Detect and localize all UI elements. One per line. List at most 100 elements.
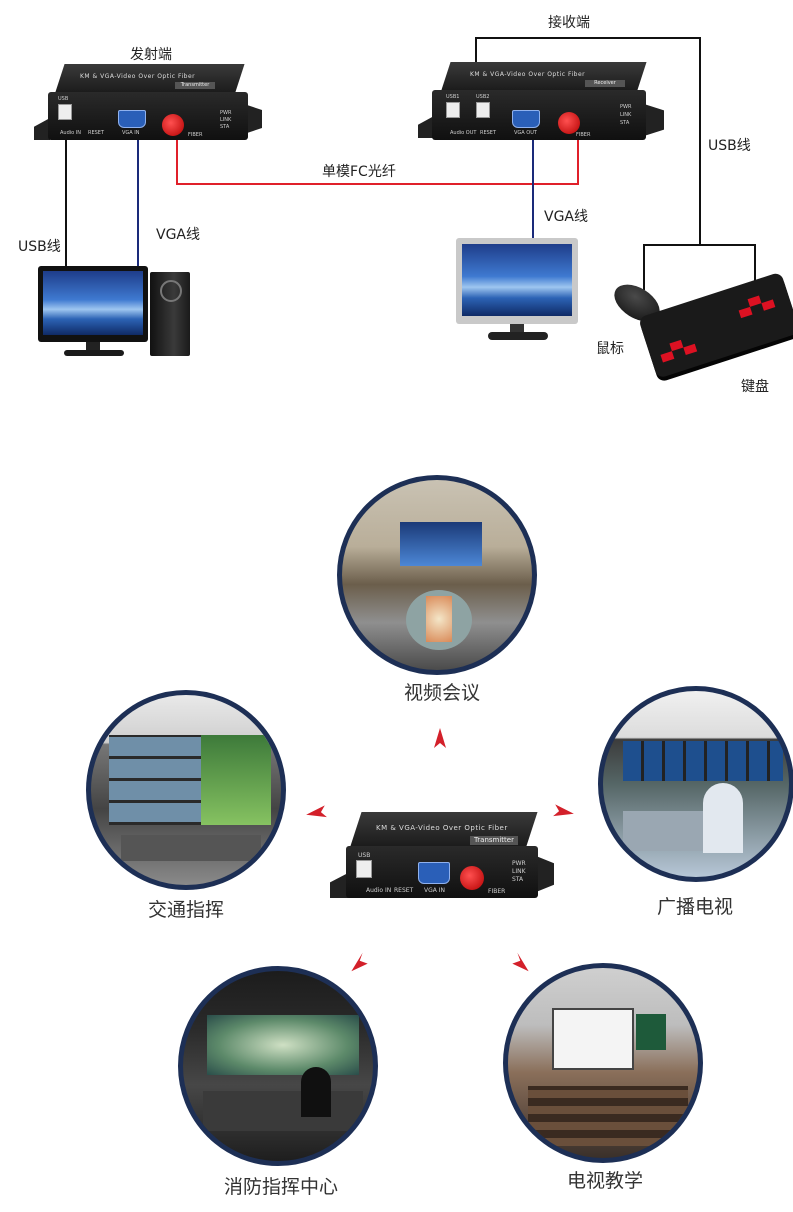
tx-usb-port — [58, 104, 72, 120]
center-reset-label: RESET — [394, 887, 414, 894]
power-button-icon — [160, 280, 182, 302]
rx-usb2-port — [476, 102, 490, 118]
device-front — [48, 92, 248, 140]
tx-reset-label: RESET — [88, 130, 105, 136]
keyboard-label: 键盘 — [741, 379, 769, 395]
rx-led-pwr: PWR — [620, 104, 632, 110]
blackboard — [636, 1014, 666, 1050]
monitor-screen — [43, 271, 143, 335]
arrow-markers — [306, 728, 574, 972]
pc-tower — [150, 272, 190, 356]
center-led-pwr: PWR — [512, 860, 526, 867]
monitor-base — [488, 332, 548, 340]
operator-desks — [203, 1091, 363, 1131]
center-usb-port — [356, 860, 372, 878]
center-fiber-connector — [460, 866, 484, 890]
receiver-badge: Receiver — [585, 80, 625, 87]
app-fire-command-image — [178, 966, 378, 1166]
center-led-link: LINK — [512, 868, 526, 875]
traffic-screens — [109, 735, 201, 825]
mouse-label: 鼠标 — [596, 341, 624, 357]
rx-reset-label: RESET — [480, 130, 497, 136]
rx-audio-label: Audio OUT — [450, 130, 477, 136]
flowers — [426, 596, 452, 642]
operator — [703, 783, 743, 853]
tx-usb-label: USB — [58, 96, 69, 102]
app-label-traffic-command: 交通指挥 — [147, 899, 224, 921]
arrow-up-icon — [434, 728, 446, 748]
monitor-stand — [510, 324, 524, 334]
app-label-video-conference: 视频会议 — [403, 682, 480, 704]
key-red — [761, 299, 776, 311]
tx-fiber-label: FIBER — [188, 132, 203, 138]
operator — [301, 1067, 331, 1117]
transmitter-badge: Transmitter — [470, 836, 518, 845]
key-red — [747, 295, 762, 307]
app-video-conference-image — [337, 475, 537, 675]
app-tv-teaching-image — [503, 963, 703, 1163]
app-broadcast-tv-image — [598, 686, 793, 882]
rx-vga-port — [512, 110, 540, 128]
monitor-left — [38, 266, 148, 342]
app-label-broadcast-tv: 广播电视 — [656, 896, 733, 918]
center-vga-port — [418, 862, 450, 884]
monitor-base — [64, 350, 124, 356]
arrow-left-icon — [306, 805, 327, 818]
mounting-ear-right — [644, 104, 664, 136]
app-traffic-command-image — [86, 690, 286, 890]
transmitter-label: 发射端 — [130, 47, 172, 63]
usb-cable-mouse — [643, 244, 700, 290]
tx-led-pwr: PWR — [220, 110, 232, 116]
device-title: KM & VGA-Video Over Optic Fiber — [470, 71, 586, 78]
device-title: KM & VGA-Video Over Optic Fiber — [376, 824, 508, 832]
tx-led-sta: STA — [220, 124, 230, 130]
tx-audio-label: Audio IN — [60, 130, 82, 136]
student-rows — [528, 1086, 688, 1146]
arrow-down-right-icon — [512, 952, 529, 972]
transmitter-badge: Transmitter — [175, 82, 215, 89]
app-label-tv-teaching: 电视教学 — [566, 1170, 643, 1192]
video-wall — [400, 522, 482, 566]
monitor-right — [456, 238, 578, 324]
device-title: KM & VGA-Video Over Optic Fiber — [80, 73, 196, 80]
key-red — [683, 343, 698, 356]
center-led-sta: STA — [512, 876, 524, 883]
rx-usb1-port — [446, 102, 460, 118]
key-red — [660, 351, 675, 363]
control-desk — [623, 811, 703, 851]
rx-fiber-label: FIBER — [576, 132, 591, 138]
rx-usb1-label: USB1 — [446, 94, 460, 100]
rx-vga-label: VGA OUT — [514, 130, 537, 136]
vga-label-right: VGA线 — [544, 209, 589, 225]
key-red — [669, 339, 684, 352]
monitor-stand — [86, 342, 100, 352]
fiber-cable — [176, 140, 579, 185]
fiber-label: 单模FC光纤 — [322, 164, 396, 180]
tx-fiber-connector — [162, 114, 184, 136]
receiver-label: 接收端 — [548, 15, 590, 31]
rx-usb2-label: USB2 — [476, 94, 490, 100]
rx-led-sta: STA — [620, 120, 630, 126]
usb-label-left: USB线 — [18, 239, 61, 255]
usb-label-right: USB线 — [708, 138, 751, 154]
center-vga-label: VGA IN — [424, 887, 446, 894]
center-usb-label: USB — [358, 852, 371, 859]
tx-vga-label: VGA IN — [122, 130, 140, 136]
key-red — [738, 306, 753, 319]
arrow-down-left-icon — [351, 952, 368, 972]
command-desk — [121, 835, 261, 861]
center-audio-label: Audio IN — [366, 887, 392, 894]
rx-led-link: LINK — [620, 112, 632, 118]
vga-label-left: VGA线 — [156, 227, 201, 243]
tx-vga-port — [118, 110, 146, 128]
rx-fiber-connector — [558, 112, 580, 134]
green-screen — [201, 735, 271, 825]
mounting-ear-right — [244, 104, 262, 134]
mounting-ear-right — [536, 856, 554, 892]
arrow-right-icon — [553, 804, 574, 817]
monitor-wall — [623, 741, 783, 781]
monitor-screen — [462, 244, 572, 316]
center-fiber-label: FIBER — [488, 888, 506, 895]
usb-cable-right — [475, 37, 701, 245]
cable-lines — [65, 37, 756, 300]
